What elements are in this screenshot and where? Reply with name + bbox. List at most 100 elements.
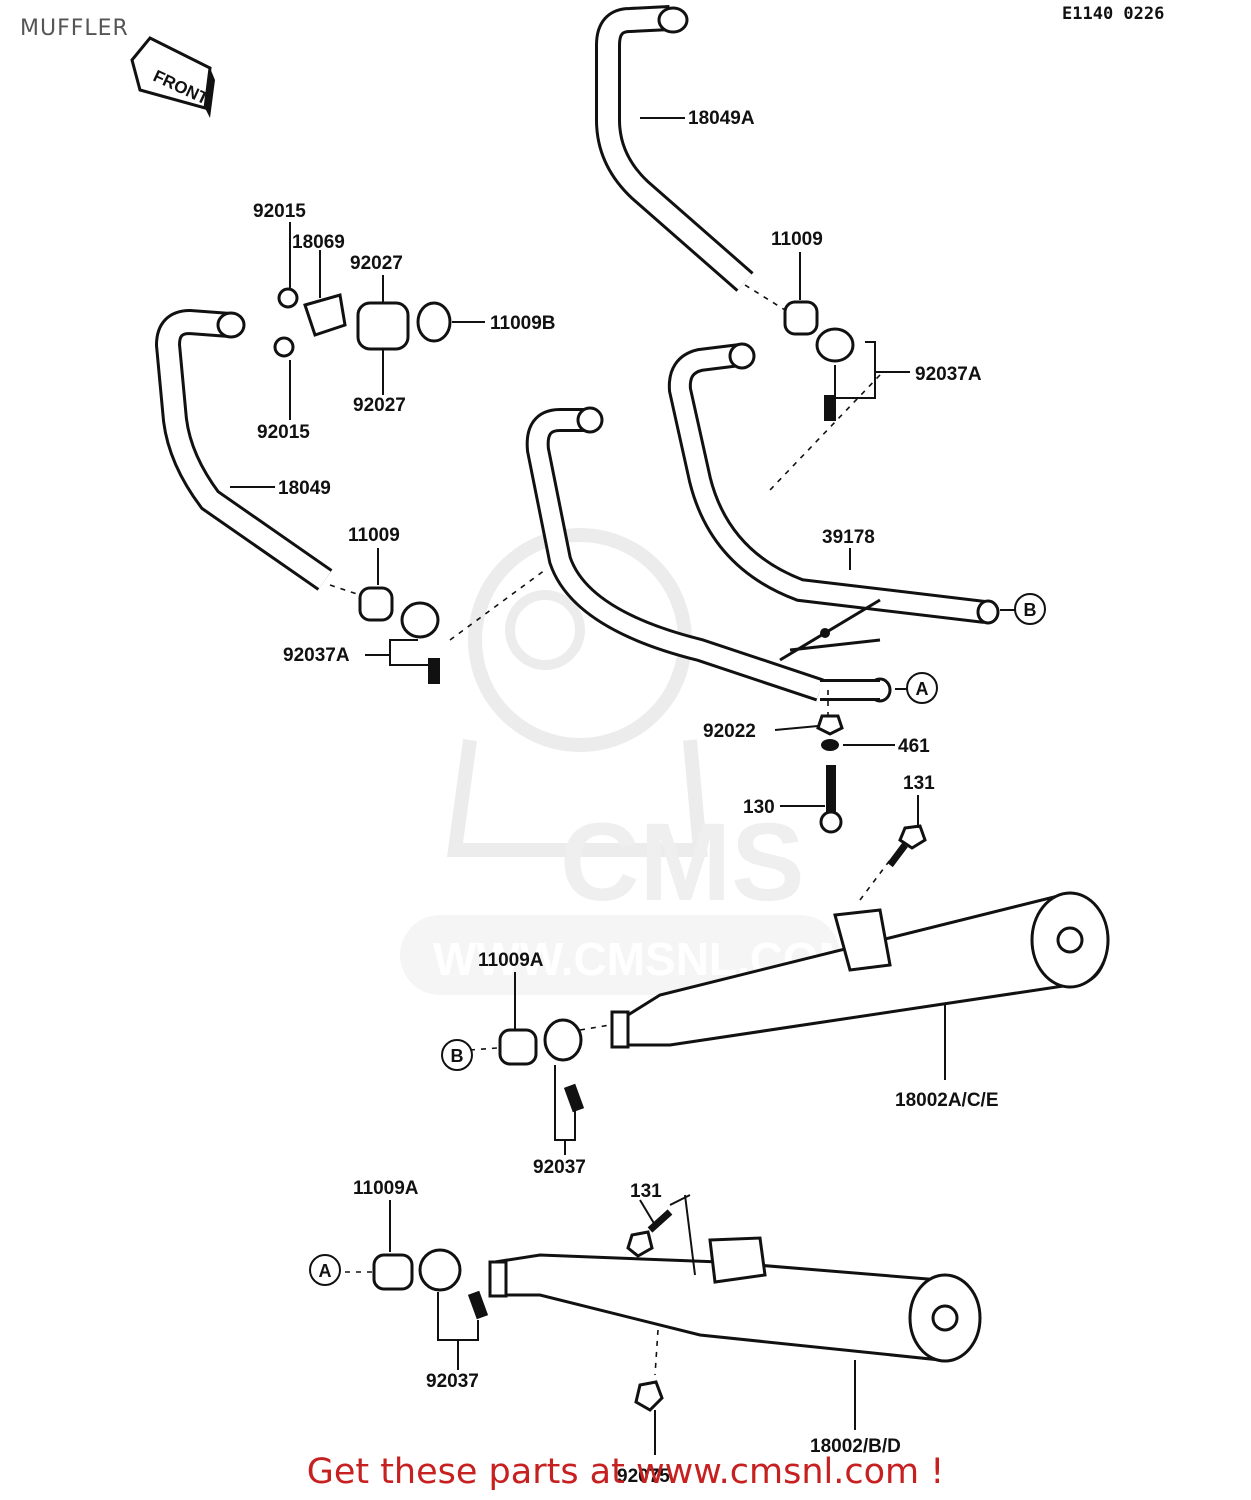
collector-outlet-b — [976, 599, 1000, 625]
dash-b-lower — [469, 1047, 498, 1051]
leader-92022 — [774, 725, 819, 731]
dash-92075 — [654, 1329, 659, 1376]
bolt-130-shank — [826, 765, 836, 820]
watermark: CMS WWW.CMSNL.COM — [400, 528, 857, 995]
washer-461 — [821, 739, 839, 751]
bolt-131-upper-shank — [887, 842, 908, 868]
muffler-tip — [1056, 926, 1084, 954]
label-92037A-left: 92037A — [283, 645, 350, 666]
gasket-11009B — [416, 301, 452, 343]
collector-left-inner — [528, 411, 823, 699]
clamp-92037-lower — [418, 1248, 462, 1292]
label-92037A-top: 92037A — [915, 364, 982, 385]
dash-92037A-top — [769, 374, 881, 491]
callout-a-muffler-label: A — [319, 1261, 332, 1281]
muffler-inlet — [488, 1260, 508, 1298]
bolt-131-lower-head — [626, 1230, 654, 1258]
leader-92037-lower — [437, 1292, 479, 1370]
label-11009A-upper: 11009A — [478, 950, 544, 971]
pipe-outline — [595, 5, 754, 292]
sleeve-11009A-lower — [372, 1253, 414, 1291]
exhaust-pipe-18049 — [154, 308, 333, 591]
muffler-tip — [931, 1304, 959, 1332]
label-11009-top: 11009 — [771, 229, 823, 250]
dash-131-upper — [859, 859, 891, 901]
label-131-lower: 131 — [630, 1181, 662, 1202]
exhaust-collector-39178 — [525, 342, 1000, 703]
dash-muffler-upper — [579, 1024, 611, 1031]
stud-92015-bottom — [273, 336, 295, 358]
muffler-inlet — [610, 1010, 630, 1049]
label-18049A: 18049A — [688, 108, 755, 129]
page-title: MUFFLER — [20, 16, 129, 41]
clamp-92037A-top — [815, 327, 855, 363]
arrow-shadow — [205, 68, 215, 118]
collector-end-left — [576, 406, 604, 434]
collector-right-tube — [667, 343, 987, 624]
sleeve-11009-left — [358, 586, 394, 622]
callout-a-collector-label: A — [916, 679, 929, 699]
part-labels: 18049A 11009 92037A 92015 18069 92027 11… — [253, 108, 999, 1487]
callout-markers: A B B A — [309, 593, 1046, 1286]
label-131-upper: 131 — [903, 773, 935, 794]
bolt-131-lower-shank — [647, 1209, 673, 1233]
pipe-end — [657, 6, 689, 34]
exhaust-pipe-18049A — [595, 5, 754, 292]
label-461: 461 — [898, 736, 930, 757]
front-direction-arrow: FRONT — [130, 36, 215, 118]
pipe-inner — [157, 311, 331, 589]
leader-92037A-top — [834, 341, 910, 399]
nut-92022 — [816, 714, 844, 736]
watermark-url-plate — [400, 915, 840, 995]
callout-b-muffler-label: B — [451, 1046, 464, 1066]
bolt-92037-lower — [467, 1290, 489, 1320]
label-92015-top: 92015 — [253, 201, 306, 222]
label-18049: 18049 — [278, 478, 331, 499]
label-18069: 18069 — [292, 232, 345, 253]
label-130: 130 — [743, 797, 775, 818]
callout-a-muffler — [309, 1254, 341, 1286]
muffler-18002BD — [488, 1194, 982, 1455]
crossover-tube — [779, 598, 881, 662]
label-92022: 92022 — [703, 721, 756, 742]
mount-hole — [820, 628, 830, 638]
label-92037-lower: 92037 — [426, 1371, 479, 1392]
bolt-92037A-left — [428, 658, 440, 684]
nut-92075 — [634, 1380, 664, 1412]
label-11009-left: 11009 — [348, 525, 400, 546]
muffler-bracket — [833, 908, 892, 972]
pipe-inner — [598, 8, 752, 290]
label-92027-top: 92027 — [350, 253, 403, 274]
sleeve-11009-top — [783, 300, 819, 336]
dash-11009-top — [744, 284, 786, 311]
leader-131-lower-b — [684, 1194, 696, 1276]
nut-92015-top — [277, 287, 299, 309]
label-18002BD: 18002/B/D — [810, 1436, 901, 1457]
leader-lines — [289, 222, 919, 1370]
label-11009B: 11009B — [490, 313, 556, 334]
callout-b-collector-label: B — [1024, 600, 1037, 620]
label-92027-bottom: 92027 — [353, 395, 406, 416]
flange-18069 — [303, 293, 347, 337]
watermark-mascot-body — [446, 739, 708, 857]
label-11009A-lower: 11009A — [353, 1178, 419, 1199]
watermark-mascot-eye — [505, 590, 585, 670]
label-39178: 39178 — [822, 527, 875, 548]
collar-92027 — [356, 301, 410, 351]
bolt-92037-upper — [563, 1083, 585, 1113]
small-parts — [273, 287, 927, 1412]
sleeve-11009A-upper — [498, 1028, 538, 1066]
leader-131-lower — [639, 1194, 691, 1226]
label-92075: 92075 — [617, 1466, 670, 1487]
pipe-end — [216, 311, 246, 339]
bolt-92037A-top — [824, 395, 836, 421]
label-92037-upper: 92037 — [533, 1157, 586, 1178]
clamp-92037A-left — [400, 601, 440, 639]
clamp-92037-upper — [543, 1018, 583, 1062]
callout-b-muffler — [441, 1039, 473, 1071]
watermark-brand: CMS — [560, 801, 804, 924]
parts-shop-link[interactable]: Get these parts at www.cmsnl.com ! — [306, 1452, 945, 1492]
bolt-130-head — [819, 810, 843, 834]
